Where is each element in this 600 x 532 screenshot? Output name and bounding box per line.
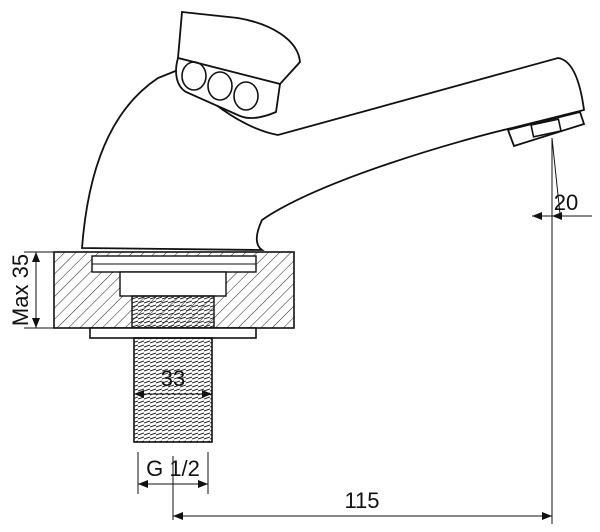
push-button	[175, 11, 301, 119]
dimension-thread-size-label: G 1/2	[146, 456, 200, 481]
dimension-height-label: Max 35	[8, 254, 33, 326]
mounting-deck-section	[53, 251, 295, 329]
dimension-height: Max 35	[8, 251, 90, 329]
dimension-outlet-label: 20	[554, 190, 578, 215]
threaded-shank	[133, 337, 213, 443]
dimension-reach: 115	[173, 138, 553, 524]
dimension-thread-size: G 1/2	[137, 452, 209, 520]
aerator	[506, 110, 586, 148]
faucet-body	[81, 57, 585, 251]
dimension-outlet: 20	[532, 137, 592, 220]
lock-nut	[89, 327, 257, 339]
dimension-thread-diameter-label: 33	[161, 366, 185, 391]
dimension-thread-diameter: 33	[134, 366, 212, 398]
dimension-reach-label: 115	[344, 488, 379, 513]
